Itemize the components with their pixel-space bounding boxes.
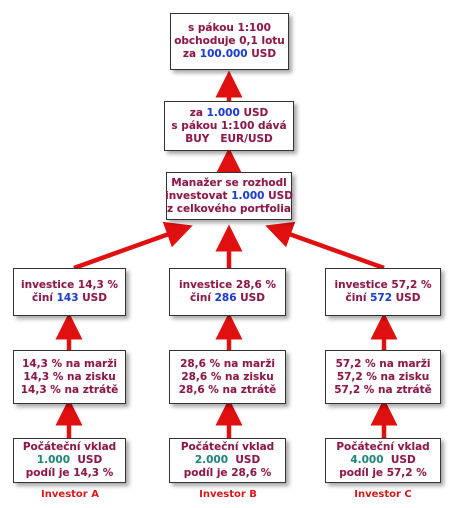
- deposit-a-amount: 1.000: [36, 454, 71, 466]
- investment-a-suffix: USD: [78, 292, 107, 304]
- deposit-c-amount-line: 4.000 USD: [350, 454, 415, 467]
- manager-amount: 1.000: [231, 189, 265, 202]
- share-b-profit: 28,6 % na zisku: [181, 370, 274, 383]
- investor-b-label: Investor B: [199, 489, 257, 500]
- leverage-line-1-prefix: za: [189, 106, 207, 119]
- top-lot-box: s pákou 1:100 obchoduje 0,1 lotu za 100.…: [170, 13, 289, 70]
- deposit-c-title: Počáteční vklad: [336, 441, 430, 453]
- top-line-3: za 100.000 USD: [183, 48, 276, 61]
- share-a-loss: 14,3 % na ztrátě: [20, 383, 119, 396]
- deposit-a-amount-line: 1.000 USD: [37, 454, 102, 467]
- deposit-box-c: Počáteční vklad 4.000 USD podíl je 57,2 …: [325, 438, 441, 483]
- deposit-b-amount: 2.000: [194, 454, 229, 466]
- share-box-b: 28,6 % na marži 28,6 % na zisku 28,6 % n…: [169, 350, 286, 404]
- deposit-b-share: podíl je 28,6 %: [183, 467, 272, 479]
- investment-a-amount: 143: [56, 292, 79, 304]
- investor-a-label: Investor A: [41, 489, 99, 500]
- leverage-line-3: BUY EUR/USD: [185, 132, 273, 145]
- share-c-loss: 57,2 % na ztrátě: [334, 383, 432, 396]
- investment-a-prefix: činí: [32, 292, 57, 304]
- leverage-amount: 1.000: [206, 106, 240, 119]
- investment-b-amount: 286: [214, 292, 237, 304]
- top-line-1: s pákou 1:100: [188, 22, 271, 34]
- deposit-b-title: Počáteční vklad: [180, 441, 275, 453]
- investment-c-prefix: činí: [345, 292, 371, 304]
- share-c-profit: 57,2 % na zisku: [336, 370, 430, 383]
- investment-c-line-2: činí 572 USD: [346, 292, 421, 305]
- manager-line-2-prefix: investovat: [165, 189, 232, 202]
- investment-c-line-1: investice 57,2 %: [334, 279, 432, 291]
- manager-box: Manažer se rozhodl investovat 1.000 USD …: [165, 172, 293, 220]
- deposit-box-b: Počáteční vklad 2.000 USD podíl je 28,6 …: [169, 438, 286, 483]
- share-b-margin: 28,6 % na marži: [180, 357, 275, 370]
- share-box-a: 14,3 % na marži 14,3 % na zisku 14,3 % n…: [13, 350, 126, 404]
- share-a-profit: 14,3 % na zisku: [23, 370, 116, 383]
- arrow-investment-c-to-manager: [265, 221, 385, 271]
- leverage-box: za 1.000 USD s pákou 1:100 dává BUY EUR/…: [164, 101, 294, 151]
- investment-b-prefix: činí: [190, 292, 215, 304]
- investment-box-b: investice 28,6 % činí 286 USD: [169, 268, 286, 316]
- arrow-investment-a-to-manager: [73, 221, 193, 271]
- investment-box-c: investice 57,2 % činí 572 USD: [325, 268, 441, 316]
- share-a-margin: 14,3 % na marži: [22, 357, 117, 370]
- manager-line-3: z celkového portfolia: [167, 202, 291, 215]
- deposit-c-amount: 4.000: [350, 454, 384, 466]
- leverage-line-1: za 1.000 USD: [190, 107, 269, 120]
- leverage-line-2: s pákou 1:100 dává: [171, 119, 287, 132]
- leverage-line-1-suffix: USD: [239, 106, 269, 119]
- investment-c-suffix: USD: [392, 292, 421, 304]
- top-line-3-prefix: za: [182, 48, 200, 60]
- deposit-b-amount-line: 2.000 USD: [195, 454, 260, 467]
- top-line-2: obchoduje 0,1 lotu: [174, 35, 285, 47]
- top-amount: 100.000: [199, 48, 248, 60]
- share-c-margin: 57,2 % na marži: [335, 357, 431, 370]
- deposit-c-share: podíl je 57,2 %: [339, 467, 427, 479]
- manager-line-1: Manažer se rozhodl: [171, 176, 287, 189]
- manager-line-2-suffix: USD: [264, 189, 293, 202]
- share-box-c: 57,2 % na marži 57,2 % na zisku 57,2 % n…: [325, 350, 441, 404]
- deposit-a-currency: USD: [70, 454, 103, 466]
- manager-line-2: investovat 1.000 USD: [165, 190, 293, 203]
- deposit-c-currency: USD: [383, 454, 416, 466]
- share-b-loss: 28,6 % na ztrátě: [178, 383, 277, 396]
- deposit-box-a: Počáteční vklad 1.000 USD podíl je 14,3 …: [13, 438, 126, 483]
- investment-box-a: investice 14,3 % činí 143 USD: [13, 268, 126, 316]
- investment-a-line-1: investice 14,3 %: [21, 279, 118, 291]
- investment-b-line-1: investice 28,6 %: [179, 279, 276, 291]
- top-line-3-suffix: USD: [247, 48, 277, 60]
- investment-c-amount: 572: [370, 292, 392, 304]
- investment-a-line-2: činí 143 USD: [32, 292, 107, 305]
- investment-b-line-2: činí 286 USD: [190, 292, 265, 305]
- deposit-b-currency: USD: [228, 454, 261, 466]
- investor-c-label: Investor C: [354, 489, 412, 500]
- deposit-a-title: Počáteční vklad: [22, 441, 117, 453]
- investment-b-suffix: USD: [236, 292, 265, 304]
- deposit-a-share: podíl je 14,3 %: [25, 467, 114, 479]
